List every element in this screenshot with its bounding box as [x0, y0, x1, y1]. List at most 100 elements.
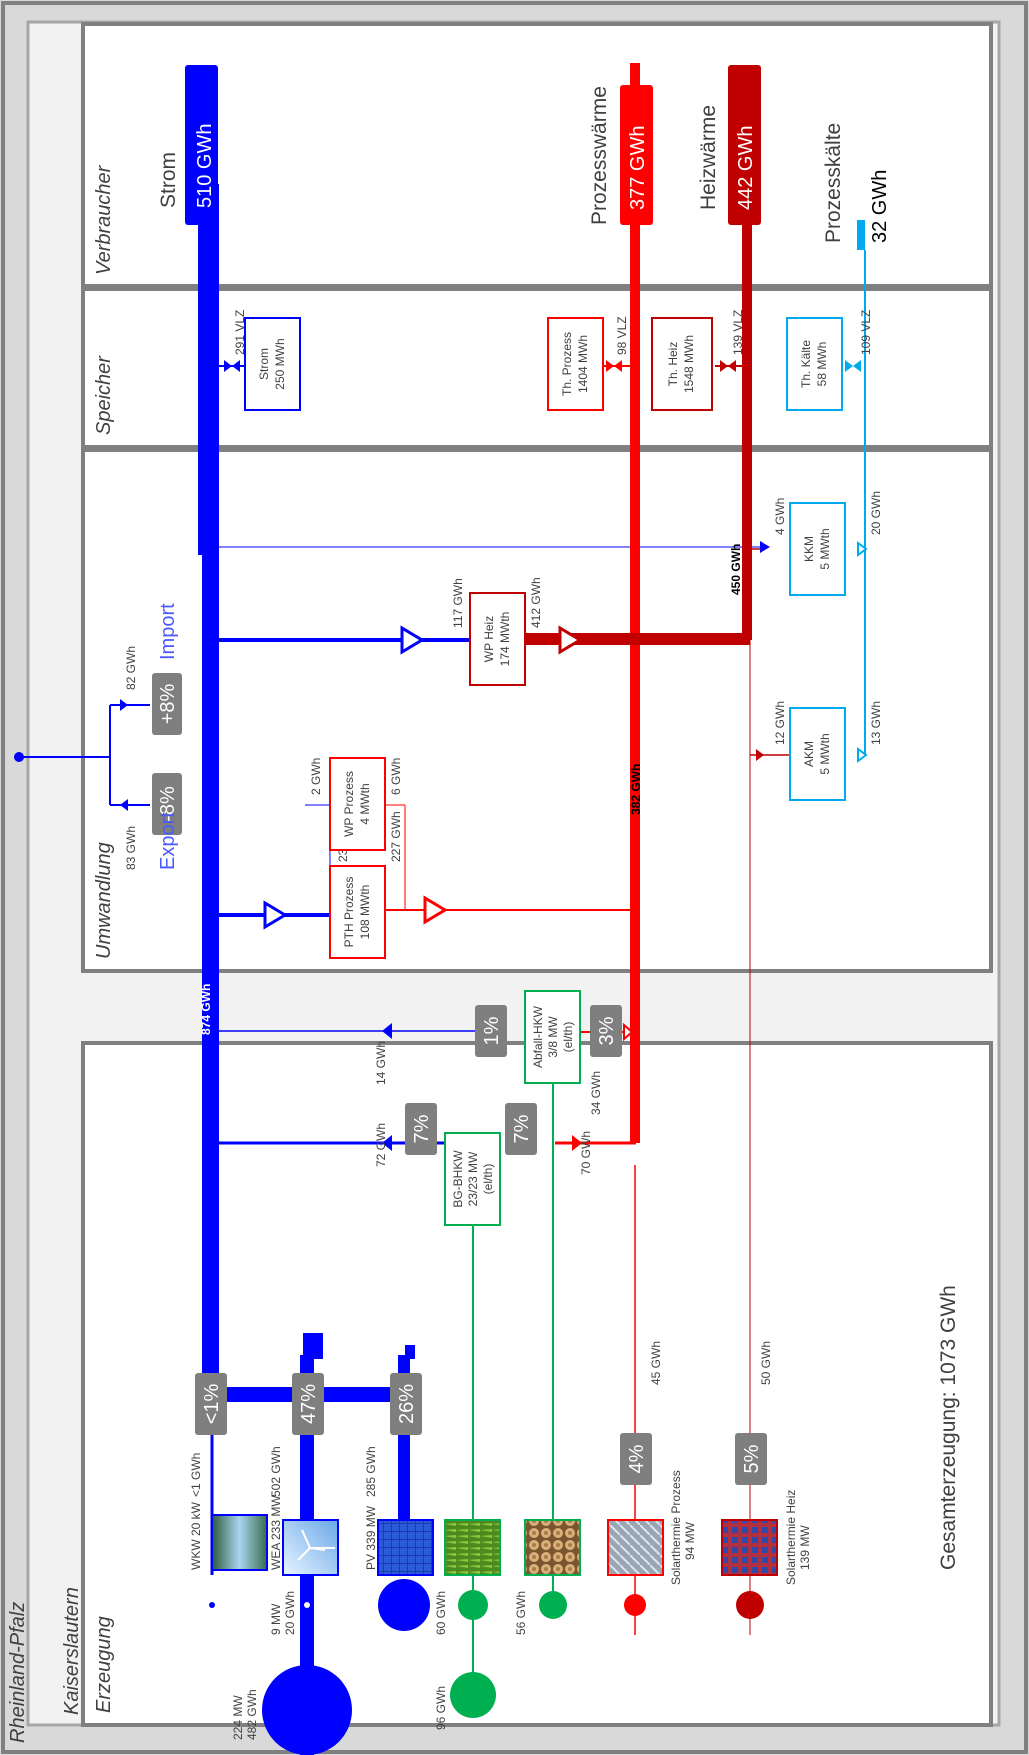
wkw-node — [209, 1602, 215, 1608]
storage-kaelte-vlz: 109 VLZ — [859, 310, 873, 355]
solar-heiz-node — [736, 1591, 764, 1619]
bhkw-el-pct: 7% — [411, 1114, 433, 1143]
consumer-prozess: 377 GWh Prozesswärme — [588, 85, 653, 225]
conv-wpp-cap: 4 MWth — [358, 783, 372, 824]
pv-pct: 26% — [396, 1384, 418, 1424]
hkw-el-value: 14 GWh — [374, 1041, 388, 1085]
biogas-image — [445, 1520, 500, 1575]
biogas-big-value: 96 GWh — [434, 1686, 448, 1730]
panel-speicher — [83, 289, 991, 447]
solar-prozess-node — [624, 1594, 646, 1616]
wea-big-mw: 224 MW — [231, 1695, 245, 1740]
conv-akm-name: AKM — [802, 741, 816, 767]
wea-big-node — [262, 1665, 352, 1755]
conv-kkm-out: 20 GWh — [869, 491, 883, 535]
holz-node — [539, 1591, 567, 1619]
holz-image — [525, 1520, 580, 1575]
bhkw-cap: 23/23 MW — [466, 1151, 480, 1206]
consumer-prozess-label: Prozesswärme — [588, 86, 611, 225]
solar-prozess-image — [608, 1520, 663, 1575]
wea-small-gwh: 20 GWh — [283, 1591, 297, 1635]
conv-pth-cap: 108 MWth — [358, 885, 372, 940]
solar-heiz-image — [722, 1520, 777, 1575]
conv-kkm-name: KKM — [802, 536, 816, 562]
consumer-strom-value: 510 GWh — [194, 124, 216, 208]
solar-heiz-value: 50 GWh — [759, 1341, 773, 1385]
storage-heiz-name: Th. Heiz — [666, 342, 680, 387]
storage-prozess-cap: 1404 MWh — [576, 335, 590, 393]
bhkw-unit: (el/th) — [481, 1164, 495, 1195]
solar-prozess-label: Solarthermie Prozess — [669, 1470, 683, 1585]
prozess-sum-label: 382 GWh — [629, 764, 643, 815]
storage-prozess-name: Th. Prozess — [560, 332, 574, 396]
conv-wpp-out: 6 GWh — [389, 758, 403, 795]
panel-title-umwandlung: Umwandlung — [93, 842, 115, 959]
consumer-kaelte-value: 32 GWh — [869, 170, 891, 243]
bhkw-th-pct: 7% — [511, 1114, 533, 1143]
storage-kaelte-name: Th. Kälte — [799, 340, 813, 388]
strom-to-consumer — [198, 185, 212, 555]
conv-wph-in: 117 GWh — [451, 578, 465, 628]
pv-image — [378, 1520, 433, 1575]
solar-heiz-label: Solarthermie Heiz — [784, 1490, 798, 1585]
panel-title-erzeugung: Erzeugung — [93, 1616, 115, 1713]
consumer-kaelte-label: Prozesskälte — [822, 123, 845, 243]
wea-pct: 47% — [298, 1384, 320, 1424]
conv-pth-name: PTH Prozess — [342, 877, 356, 948]
wea-small-node — [303, 1601, 311, 1609]
import-label: Import — [157, 603, 179, 660]
wkw-image — [212, 1515, 267, 1570]
panel-umwandlung — [83, 450, 991, 971]
hkw-name: Abfall-HKW — [531, 1005, 545, 1068]
solar-heiz-cap: 139 MW — [798, 1525, 812, 1570]
conv-kkm-cap: 5 MWth — [818, 528, 832, 569]
biogas-small-node — [458, 1590, 488, 1620]
conv-wph-name: WP Heiz — [482, 616, 496, 662]
consumer-prozess-value: 377 GWh — [627, 126, 649, 210]
holz-value: 56 GWh — [514, 1591, 528, 1635]
solar-prozess-pct: 4% — [626, 1444, 648, 1473]
conv-wpp-name: WP Prozess — [342, 771, 356, 837]
consumer-kaelte-bar — [857, 220, 865, 250]
storage-prozess-vlz: 98 VLZ — [615, 316, 629, 355]
storage-strom-cap: 250 MWh — [273, 338, 287, 389]
wph-out-line — [520, 633, 750, 645]
panel-title-verbraucher: Verbraucher — [93, 164, 115, 275]
storage-heiz-cap: 1548 MWh — [682, 335, 696, 393]
total-generation: Gesamterzeugung: 1073 GWh — [937, 1285, 960, 1570]
wea-big-gwh: 482 GWh — [245, 1689, 259, 1740]
storage-kaelte-cap: 58 MWh — [815, 342, 829, 387]
biogas-small-value: 60 GWh — [434, 1591, 448, 1635]
conv-wph-out: 412 GWh — [529, 577, 543, 628]
export-label: Export — [157, 812, 179, 870]
city-label: Kaiserslautern — [61, 1587, 83, 1715]
wea-small-mw: 9 MW — [269, 1603, 283, 1635]
state-label: Rheinland-Pfalz — [7, 1602, 29, 1743]
storage-strom-vlz: 291 VLZ — [233, 310, 247, 355]
conv-pth-out: 227 GWh — [389, 811, 403, 862]
pv-value: 285 GWh — [364, 1446, 378, 1497]
consumer-heiz-value: 442 GWh — [735, 126, 757, 210]
bhkw-el-value: 72 GWh — [374, 1123, 388, 1167]
wkw-pct: <1% — [201, 1383, 223, 1424]
wea-label: WEA 233 MW — [269, 1495, 283, 1570]
panel-verbraucher — [83, 24, 991, 286]
pv-label: PV 339 MW — [364, 1505, 378, 1570]
import-pct: +8% — [157, 683, 179, 724]
grid-node — [14, 752, 24, 762]
bhkw-name: BG-BHKW — [451, 1150, 465, 1208]
biogas-big-node — [450, 1672, 496, 1718]
hkw-cap: 3/8 MW — [546, 1016, 560, 1058]
storage-strom-name: Strom — [257, 348, 271, 380]
wkw-value: <1 GWh — [189, 1453, 203, 1497]
conv-akm-in: 12 GWh — [773, 701, 787, 745]
conv-kkm-in: 4 GWh — [773, 498, 787, 535]
solar-heiz-pct: 5% — [741, 1444, 763, 1473]
hkw-th-value: 34 GWh — [589, 1071, 603, 1115]
solar-prozess-cap: 94 MW — [683, 1521, 697, 1560]
wkw-label: WKW 20 kW — [189, 1501, 203, 1570]
pv-node — [378, 1579, 430, 1631]
export-value: 83 GWh — [124, 826, 138, 870]
conv-wpp-in: 2 GWh — [309, 758, 323, 795]
